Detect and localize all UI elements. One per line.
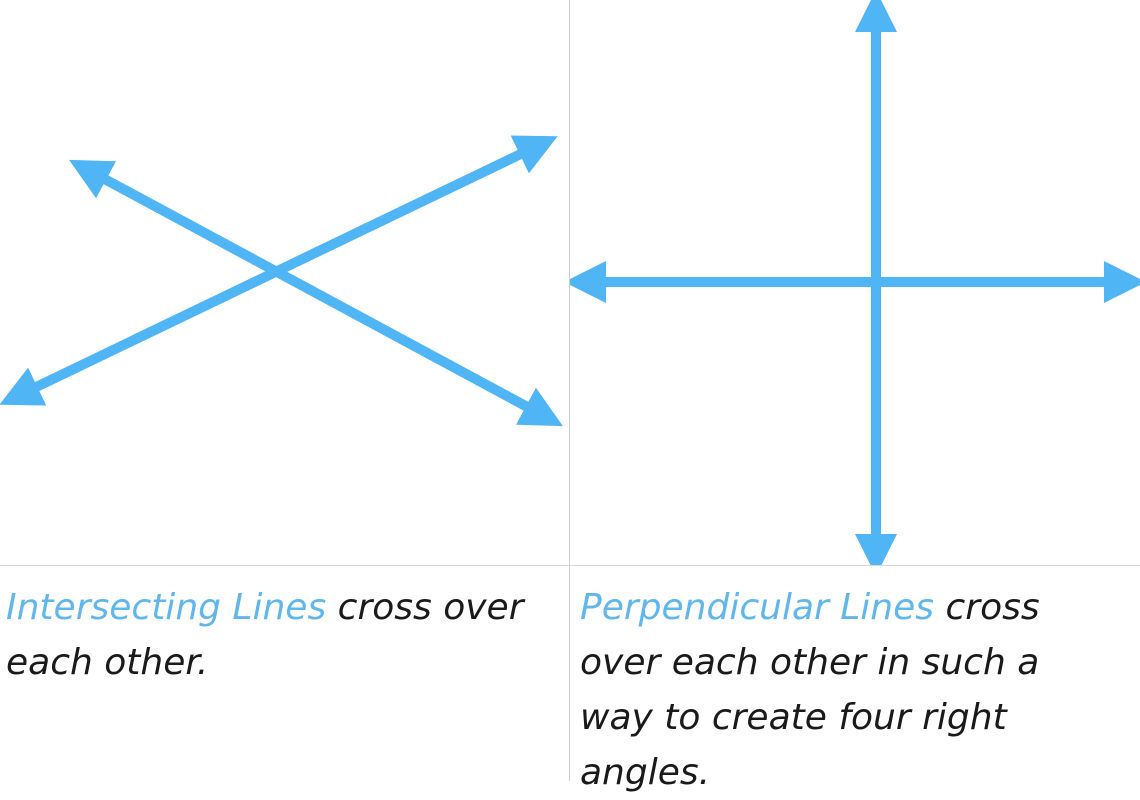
perpendicular-lines-term: Perpendicular Lines (580, 587, 935, 628)
intersecting-lines-caption-panel: Intersecting Lines cross over each other… (0, 566, 569, 781)
intersecting-lines-figure-panel (0, 0, 569, 565)
intersecting-lines-term: Intersecting Lines (6, 587, 327, 628)
intersecting-lines-svg (0, 135, 563, 427)
horizontal-divider-left (0, 565, 569, 566)
intersecting-lines-caption-rest: cross over each other. (6, 587, 524, 683)
arrow-topleft-to-bottomright (69, 159, 563, 427)
perpendicular-lines-caption: Perpendicular Lines cross over each othe… (580, 580, 1122, 800)
perpendicular-lines-svg (570, 0, 1140, 565)
perpendicular-lines-caption-panel: Perpendicular Lines cross over each othe… (570, 566, 1140, 793)
vertical-divider (569, 0, 570, 781)
perpendicular-lines-figure-panel (570, 0, 1140, 565)
intersecting-lines-caption: Intersecting Lines cross over each other… (6, 580, 551, 690)
horizontal-divider-right (570, 565, 1140, 566)
